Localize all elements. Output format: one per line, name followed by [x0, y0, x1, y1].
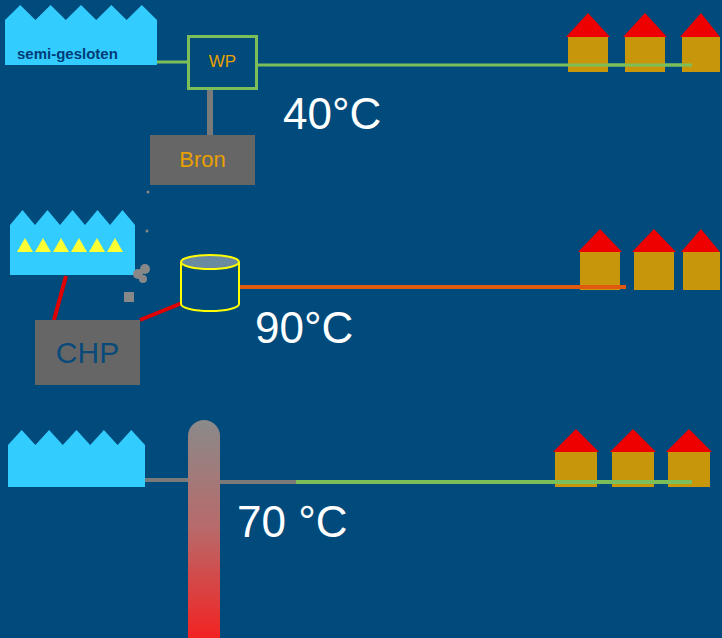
house: [580, 252, 620, 290]
factory: [10, 210, 135, 275]
roof: [623, 13, 667, 37]
roof: [566, 13, 610, 37]
houses: [578, 229, 720, 290]
heat-pipe: [568, 64, 692, 67]
pipe-connector: [157, 61, 187, 64]
factory-node: semi-gesloten: [5, 5, 157, 65]
house: [568, 37, 608, 72]
houses: [553, 429, 712, 487]
heat-pipe: [580, 285, 626, 289]
houses: [566, 13, 720, 72]
heat-pipe: [240, 285, 626, 289]
power-line: [54, 276, 66, 320]
chp-box: CHP: [35, 320, 140, 385]
heat-pipe: [555, 480, 692, 484]
node-text: WP: [209, 53, 236, 72]
heat-pump-box: WP: [187, 35, 258, 90]
factory: [8, 430, 145, 487]
smoke-puff: [139, 275, 147, 283]
smoke-dot: [146, 230, 149, 233]
lamp: [107, 238, 123, 252]
heat-pipe: [240, 285, 626, 289]
roof: [578, 229, 622, 252]
roof: [680, 13, 720, 37]
smoke-dot: [147, 191, 150, 194]
power-line: [140, 303, 182, 320]
heat-storage-well: [188, 420, 220, 638]
factory-shape: [5, 5, 157, 65]
heat-pipe: [258, 64, 692, 67]
lamp: [89, 238, 105, 252]
node-text: semi-gesloten: [17, 46, 118, 63]
greenhouse-lamps: [17, 238, 123, 252]
pipe-connector: [207, 90, 213, 135]
lamp: [17, 238, 33, 252]
chimney: [124, 292, 134, 302]
house: [625, 37, 665, 72]
roof: [553, 429, 599, 452]
lamp: [35, 238, 51, 252]
buffer-tank-top: [181, 255, 239, 269]
temperature-label: 70 °C: [237, 500, 348, 544]
node-text: Bron: [179, 148, 225, 172]
node-text: CHP: [56, 336, 119, 369]
smoke: [124, 191, 150, 303]
house: [682, 37, 720, 72]
waste-heat-pipe: [145, 478, 192, 482]
heat-pipe: [296, 480, 692, 484]
roof: [610, 429, 656, 452]
roof: [681, 229, 720, 252]
heat-pipe: [220, 480, 296, 484]
source-box: Bron: [150, 135, 255, 185]
temperature-label: 40°C: [283, 92, 381, 136]
house: [683, 252, 720, 290]
roof: [666, 429, 712, 452]
lamp: [71, 238, 87, 252]
roof: [632, 229, 676, 252]
smoke-puff: [140, 264, 150, 274]
house: [634, 252, 674, 290]
temperature-label: 90°C: [255, 306, 353, 350]
lamp: [53, 238, 69, 252]
